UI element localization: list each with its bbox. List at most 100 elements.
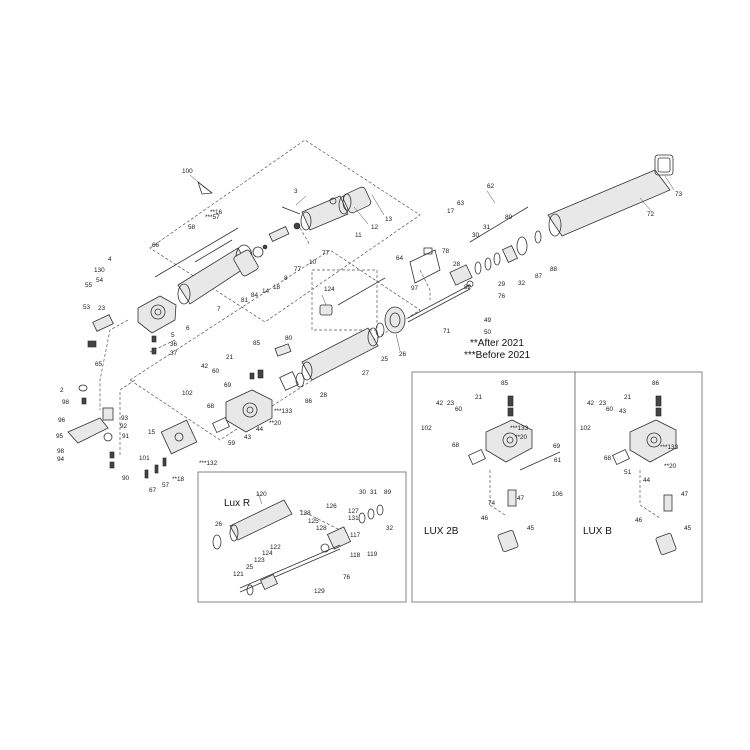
- label-r124: 124: [262, 550, 273, 557]
- label-69: 69: [224, 382, 232, 389]
- label-b74: 74: [488, 500, 496, 507]
- label-c43: 43: [619, 408, 627, 415]
- label-90: 90: [122, 475, 130, 482]
- label-77a: 77: [294, 266, 302, 273]
- label-r127: 127: [348, 508, 359, 515]
- label-73: 73: [675, 191, 683, 198]
- lux-2b-rod: [519, 451, 561, 471]
- label-r76: 76: [343, 574, 351, 581]
- lux-2b-foot: [497, 529, 519, 553]
- part-number-labels: 100 3 13 12 11 10 ***57 **16 58 66 4 130…: [56, 168, 692, 595]
- note-before-2021: ***Before 2021: [464, 350, 531, 361]
- label-c68: 68: [604, 455, 612, 462]
- motor-11: [300, 195, 350, 231]
- label-76: 76: [498, 293, 506, 300]
- end-cap-73: [654, 154, 674, 176]
- label-29: 29: [498, 281, 506, 288]
- label-28b: 28: [320, 392, 328, 399]
- label-97: 97: [411, 285, 419, 292]
- label-87: 87: [535, 273, 543, 280]
- label-57b: 57: [162, 482, 170, 489]
- part-80: [274, 343, 292, 357]
- label-67: 67: [149, 487, 157, 494]
- label-14: 14: [262, 288, 270, 295]
- label-r122: 122: [270, 544, 281, 551]
- label-80: 80: [285, 335, 293, 342]
- label-r117: 117: [350, 532, 361, 539]
- label-59: 59: [228, 440, 236, 447]
- gearbox-lower: [212, 389, 273, 434]
- label-66: 66: [152, 242, 160, 249]
- label-91: 91: [122, 433, 130, 440]
- bracket-64: [409, 247, 441, 284]
- label-88: 88: [550, 266, 558, 273]
- rod-3: [281, 206, 301, 215]
- label-31: 31: [483, 224, 491, 231]
- label-26: 26: [399, 351, 407, 358]
- label-13: 13: [385, 216, 393, 223]
- label-62: 62: [487, 183, 495, 190]
- label-84: 84: [251, 292, 259, 299]
- label-r123: 123: [254, 557, 265, 564]
- label-42: 42: [201, 363, 209, 370]
- label-c47: 47: [681, 491, 689, 498]
- label-7: 7: [217, 306, 221, 313]
- leader-lines: [257, 175, 675, 505]
- label-r126: 126: [326, 503, 337, 510]
- label-55: 55: [85, 282, 93, 289]
- label-102: 102: [182, 390, 193, 397]
- label-96: 96: [58, 417, 66, 424]
- label-r32: 32: [386, 525, 394, 532]
- label-89: 89: [505, 214, 513, 221]
- part-2: [78, 384, 88, 392]
- label-124: 124: [324, 286, 335, 293]
- lux-r-spindle: [239, 544, 341, 589]
- label-54: 54: [96, 277, 104, 284]
- label-c23: 23: [599, 400, 607, 407]
- label-r118: 118: [350, 552, 361, 559]
- lower-group-outline: [129, 249, 421, 441]
- lux-2b-gearbox: [468, 419, 533, 466]
- foot-95: [67, 407, 114, 444]
- label-c46: 46: [635, 517, 643, 524]
- lux-r-routing: [299, 509, 341, 531]
- label-b47: 47: [517, 495, 525, 502]
- label-b60: 60: [455, 406, 463, 413]
- lux-r-tube: [229, 499, 293, 542]
- label-36: 36: [170, 341, 178, 348]
- label-b61: 61: [554, 457, 562, 464]
- label-b85: 85: [501, 380, 509, 387]
- gearbox-front: [137, 295, 177, 334]
- rod-62: [469, 206, 529, 243]
- label-21: 21: [226, 354, 234, 361]
- label-r30: 30: [359, 489, 367, 496]
- label-85: 85: [253, 340, 261, 347]
- label-r129: 129: [314, 588, 325, 595]
- plate-15: [160, 419, 198, 455]
- label-78: 78: [442, 248, 450, 255]
- label-c21: 21: [624, 394, 632, 401]
- label-43: 43: [244, 434, 252, 441]
- label-30: 30: [472, 232, 480, 239]
- label-c51: 51: [624, 469, 632, 476]
- label-3: 3: [294, 188, 298, 195]
- label-101: 101: [139, 455, 150, 462]
- label-b45: 45: [527, 525, 535, 532]
- label-50: 50: [484, 329, 492, 336]
- inset-124-outline: [311, 269, 378, 331]
- label-c42: 42: [587, 400, 595, 407]
- label-5: 5: [171, 332, 175, 339]
- label-25: 25: [381, 356, 389, 363]
- label-c20: **20: [664, 463, 677, 470]
- lux-b-gearbox: [612, 419, 677, 466]
- label-18b: **18: [172, 476, 185, 483]
- label-c45: 45: [684, 525, 692, 532]
- label-15: 15: [148, 429, 156, 436]
- lux-r-frame: [197, 471, 407, 603]
- label-6: 6: [186, 325, 190, 332]
- lux-2b-routing: [489, 470, 506, 516]
- label-r128b: 128: [316, 525, 327, 532]
- label-b46: 46: [481, 515, 489, 522]
- label-b21: 21: [475, 394, 483, 401]
